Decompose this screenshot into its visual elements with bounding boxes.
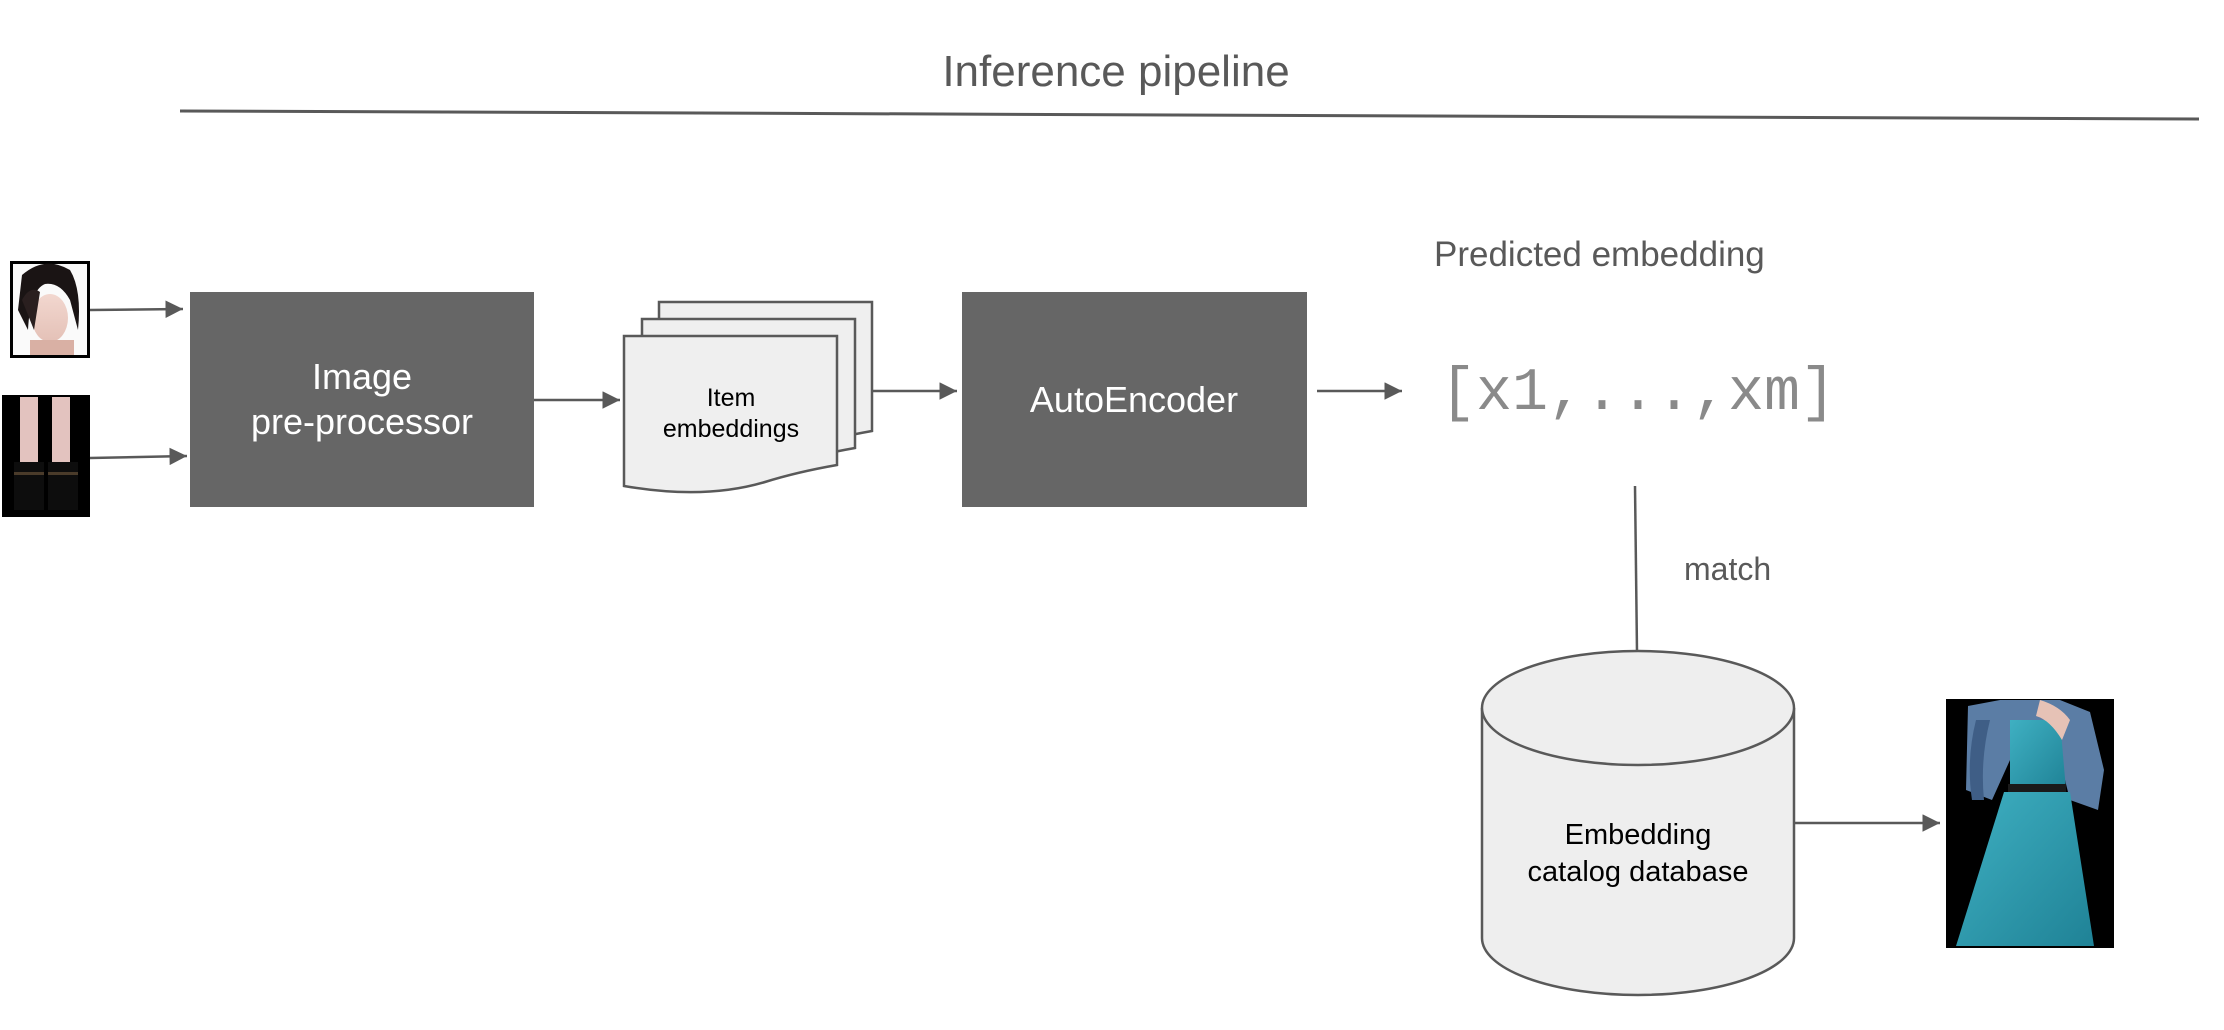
arrow-input1-to-preprocessor: [89, 300, 184, 318]
title-divider: [179, 109, 2200, 121]
embedding-catalog-database: Embedding catalog database: [1480, 649, 1796, 997]
predicted-embedding-label: Predicted embedding: [1434, 235, 1765, 274]
result-image-dress: [1946, 699, 2114, 948]
preprocessor-label-line2: pre-processor: [251, 401, 473, 442]
item-embeddings-document-stack: Item embeddings: [622, 300, 874, 494]
database-label-line2: catalog database: [1528, 856, 1749, 888]
autoencoder-box: AutoEncoder: [962, 292, 1307, 507]
image-preprocessor-box: Image pre-processor: [190, 292, 534, 507]
arrow-input2-to-preprocessor: [89, 447, 188, 466]
match-connector-line: [1633, 485, 1639, 653]
input-image-portrait: [10, 261, 90, 358]
diagram-title: Inference pipeline: [942, 47, 1289, 96]
item-embeddings-label-line1: Item: [707, 384, 756, 412]
database-label-line1: Embedding: [1565, 819, 1712, 851]
match-label: match: [1684, 551, 1771, 587]
item-embeddings-label-line2: embeddings: [663, 415, 799, 443]
preprocessor-label-line1: Image: [312, 356, 412, 397]
predicted-embedding-vector: [x1,...,xm]: [1440, 360, 1836, 428]
input-image-boots: [2, 395, 90, 517]
autoencoder-label: AutoEncoder: [1030, 379, 1238, 420]
